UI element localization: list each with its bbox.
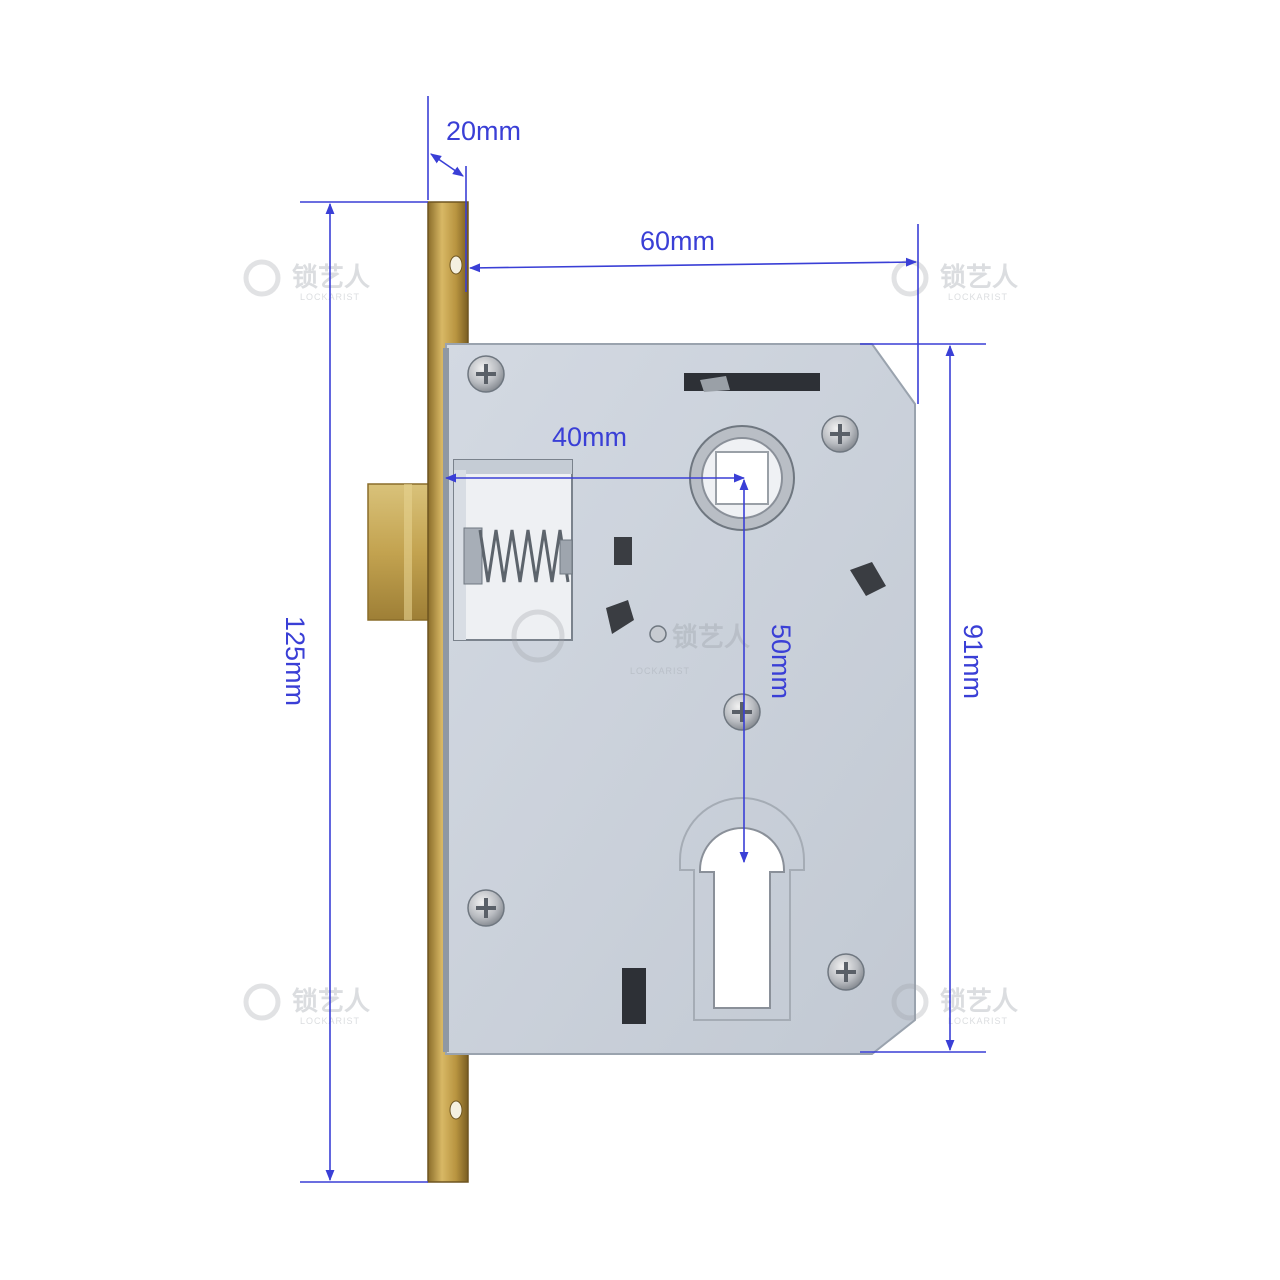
watermark-en: LOCKARIST	[948, 1016, 1008, 1026]
watermark-cn: 锁艺人	[672, 622, 750, 653]
screw	[827, 953, 865, 991]
dim-case-height: 91mm	[958, 624, 988, 699]
faceplate-bottom-hole	[449, 1100, 463, 1120]
cylinder-hole	[679, 797, 805, 1021]
latch-spring	[463, 527, 573, 585]
dim-backset: 60mm	[640, 226, 715, 256]
screw	[467, 889, 505, 927]
dim-faceplate-thickness: 20mm	[446, 116, 521, 146]
watermark-cn: 锁艺人	[940, 262, 1018, 293]
tab	[606, 600, 634, 634]
dim-centre-distance: 50mm	[766, 624, 796, 699]
tab	[614, 537, 632, 565]
tab	[850, 562, 886, 596]
screw	[723, 693, 761, 731]
watermark-logo	[243, 259, 929, 1021]
dim-spindle-offset: 40mm	[552, 422, 627, 452]
latch-bolt	[367, 483, 433, 621]
rivet	[649, 625, 667, 643]
lock-case	[443, 343, 916, 1055]
screw	[821, 415, 859, 453]
watermark-en: LOCKARIST	[630, 666, 690, 676]
watermark-cn: 锁艺人	[292, 262, 370, 293]
bottom-slot	[622, 968, 646, 1024]
watermark-cn: 锁艺人	[292, 986, 370, 1017]
faceplate-top-hole	[449, 255, 463, 275]
watermark-cn: 锁艺人	[940, 986, 1018, 1017]
dimension-lines	[300, 96, 986, 1183]
screw	[467, 355, 505, 393]
watermark-en: LOCKARIST	[948, 292, 1008, 302]
dim-faceplate-height: 125mm	[280, 616, 310, 706]
